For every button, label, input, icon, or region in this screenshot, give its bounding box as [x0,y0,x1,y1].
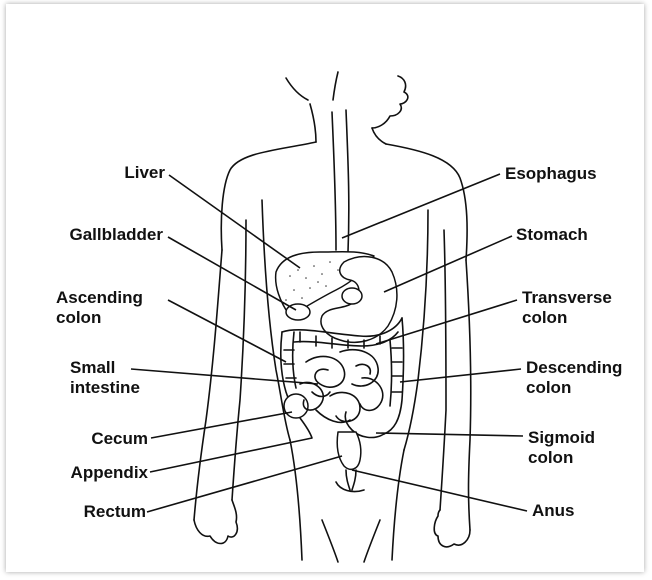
anus [346,470,356,490]
label-appendix: Appendix [71,463,148,483]
label-rectum: Rectum [84,502,146,522]
label-sigmoid-colon: Sigmoid colon [528,428,595,468]
label-descending-colon: Descending colon [526,358,622,398]
leader-cecum [151,412,292,438]
label-esophagus: Esophagus [505,164,597,184]
label-gallbladder: Gallbladder [69,225,163,245]
label-ascending-colon: Ascending colon [56,288,143,328]
small-intestine [300,350,383,423]
leader-sigmoid [376,433,523,436]
label-stomach: Stomach [516,225,588,245]
label-small-intestine: Small intestine [70,358,140,398]
label-cecum: Cecum [91,429,148,449]
leader-small [131,369,318,384]
leader-anus [352,470,527,511]
leader-appendix [150,438,312,472]
label-anus: Anus [532,501,575,521]
leader-rectum [147,456,342,512]
esophagus [332,110,349,252]
label-transverse-colon: Transverse colon [522,288,612,328]
leader-liver [169,175,300,268]
leader-stomach [384,236,512,292]
leader-esophagus [342,174,500,238]
label-liver: Liver [124,163,165,183]
appendix [300,418,312,438]
stomach-pylorus [342,288,362,304]
rectum [337,432,361,469]
